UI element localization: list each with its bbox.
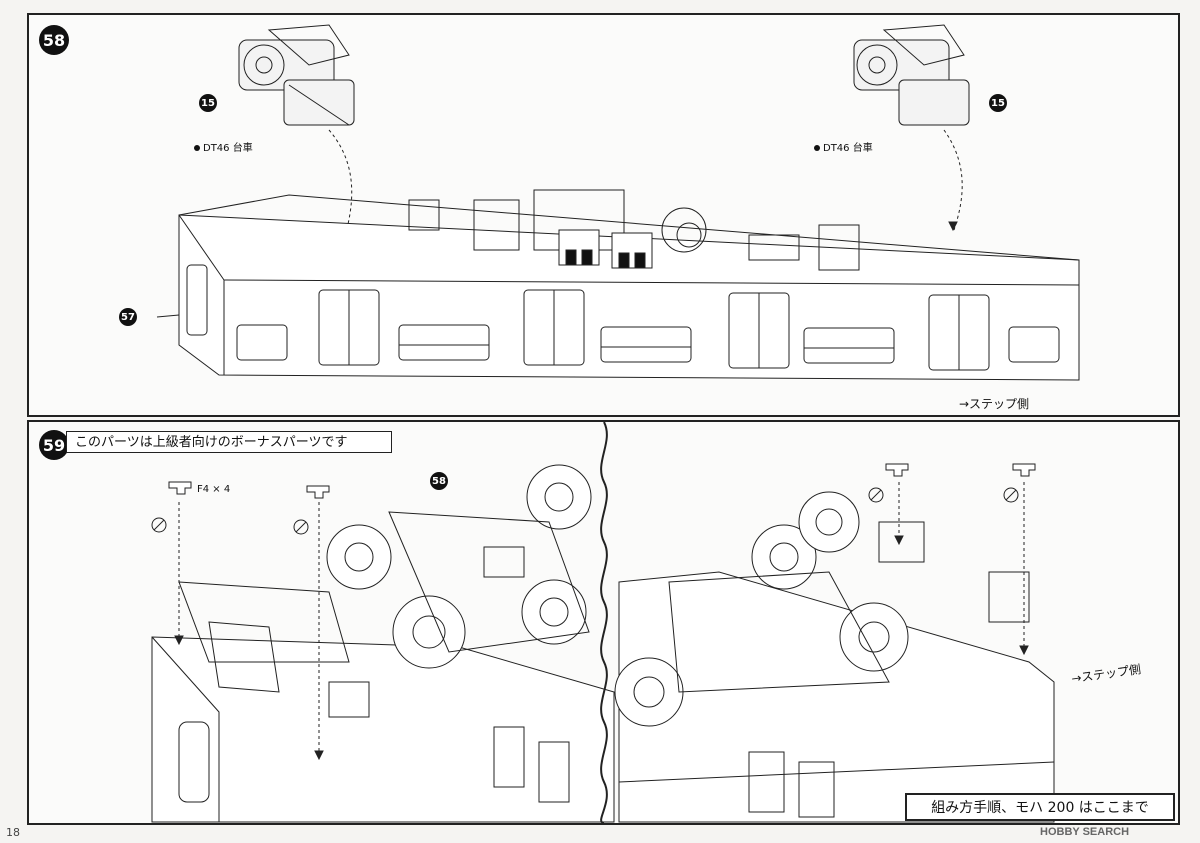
bullet-icon	[814, 145, 820, 151]
step-59-panel: 59 F4 × 4 58 →ステップ側	[27, 420, 1180, 825]
f4-part-icon	[885, 463, 909, 477]
bogie-label-right-text: DT46 台車	[823, 143, 873, 154]
f4-part-icon	[306, 485, 330, 499]
bullet-icon	[194, 145, 200, 151]
bogie-right-drawing	[853, 24, 970, 126]
step-59-illustration	[151, 422, 1055, 823]
bonus-parts-note: このパーツは上級者向けのボーナスパーツです	[66, 431, 392, 453]
bogie-label-right: DT46 台車	[814, 139, 873, 154]
car-body-drawing	[156, 189, 1080, 381]
part-number-badge-right: 15	[989, 94, 1007, 112]
car-end-left-drawing	[151, 464, 615, 823]
f4-part-icon	[168, 481, 192, 495]
step-58-illustration	[156, 24, 1080, 381]
step-number-badge: 59	[39, 430, 69, 460]
step-58-panel: 58 15 15 DT46 台車 DT46 台車 57 →ステップ側	[27, 13, 1180, 417]
bogie-label-left: DT46 台車	[194, 139, 253, 154]
f4-part-icon	[1012, 463, 1036, 477]
part-number-badge-body: 57	[119, 308, 137, 326]
step-number-badge: 58	[39, 25, 69, 55]
watermark-logo: HOBBY SEARCH	[1040, 826, 1130, 838]
bogie-left-drawing	[238, 24, 355, 126]
step-side-label: →ステップ側	[959, 397, 1030, 411]
car-end-right-drawing	[614, 491, 1055, 823]
page-number: 18	[6, 826, 20, 839]
part-number-badge-left: 15	[199, 94, 217, 112]
part-count-label: F4 × 4	[197, 484, 231, 495]
assembly-end-note: 組み方手順、モハ 200 はここまで	[905, 793, 1175, 821]
bogie-label-left-text: DT46 台車	[203, 143, 253, 154]
reference-step-badge: 58	[430, 472, 448, 490]
